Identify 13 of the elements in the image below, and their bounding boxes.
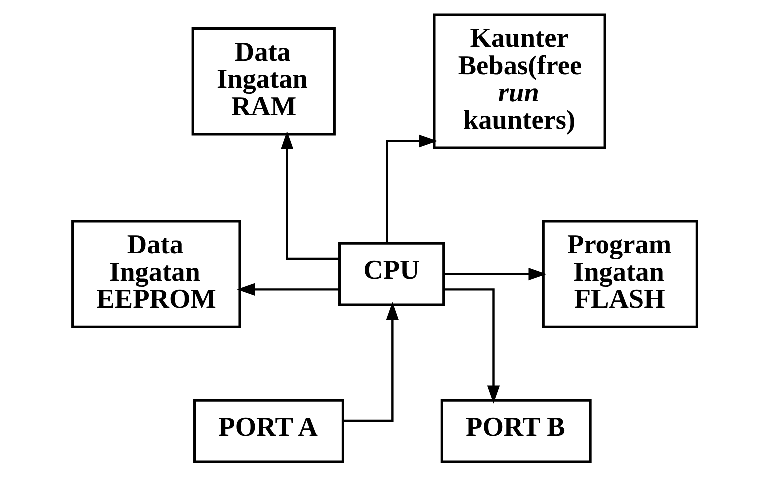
arrow [280,131,340,260]
node-box: PORT A [193,399,344,464]
arrow [236,283,340,296]
arrow [343,302,399,422]
node-box: Kaunter Bebas(free run kaunters) [432,14,606,150]
node-box: CPU [338,242,445,306]
node-box: Data Ingatan EEPROM [71,220,241,328]
node-box: PORT B [440,399,592,464]
arrow [386,134,438,244]
node-box: Program Ingatan FLASH [542,220,698,328]
arrow [444,268,546,281]
arrow [444,288,500,404]
node-box: Data Ingatan RAM [191,27,336,136]
